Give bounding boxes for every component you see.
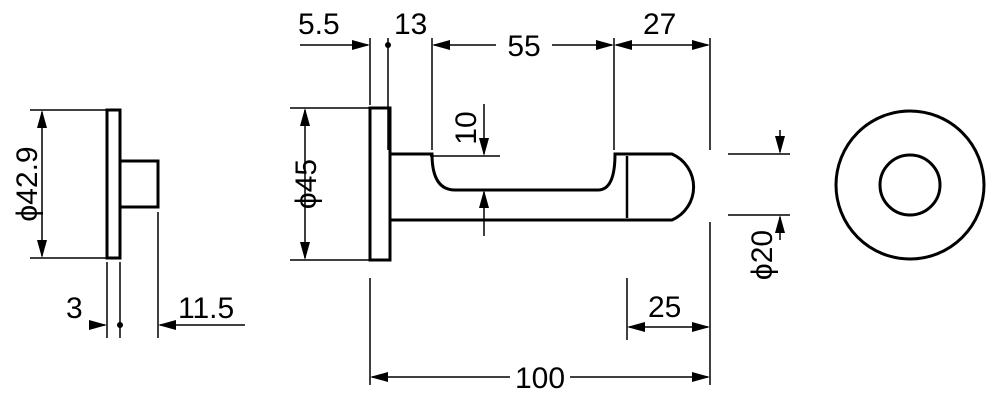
dim-tip-straight: 25 [648,291,681,324]
stub-left [118,159,160,209]
end-view-inner-circle [878,153,942,217]
base-plate [368,106,392,262]
dim-offset-a: 5.5 [298,8,340,41]
dim-span-middle: 55 [507,30,540,63]
dim-tip-diameter: ϕ20 [746,230,779,280]
dim-tip-length: 27 [643,8,676,41]
dim-overall-length: 100 [515,362,565,395]
flange-plate-left [105,108,122,260]
dim-offset-b: 13 [394,8,427,41]
left-side-view: ϕ42.9 3 11.5 [11,108,245,338]
dim-flange-thickness: 3 [66,292,83,325]
dim-notch-depth: 10 [450,111,483,144]
dim-stub-length: 11.5 [178,292,234,325]
dim-base-diameter: ϕ45 [290,159,323,209]
front-view: ϕ45 5.5 13 55 27 10 [290,8,790,395]
hook-body [388,152,696,222]
dim-flange-diameter-left: ϕ42.9 [11,146,44,221]
end-view [834,109,986,261]
